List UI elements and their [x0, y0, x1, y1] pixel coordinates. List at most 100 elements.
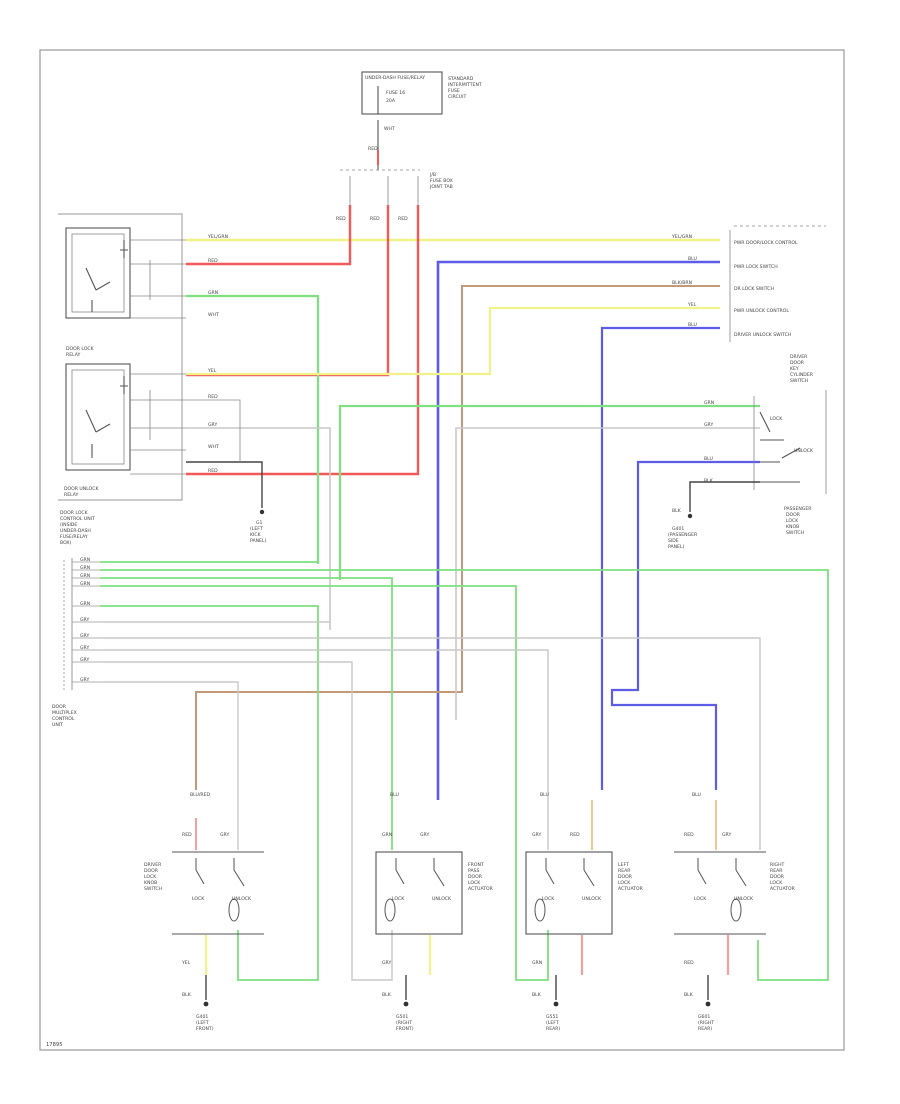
- footer-code: 17895: [46, 1042, 63, 1048]
- actuator-motor: [384, 898, 396, 922]
- key-switch-line-4: SWITCH: [790, 378, 808, 384]
- wire-gry-1: [455, 427, 760, 720]
- fuse-amp: 20A: [386, 98, 396, 104]
- actuator-contacts: [545, 858, 595, 887]
- fuse-box-line-2: INTERMITTENT: [448, 82, 482, 88]
- lbl-red-left-2: RED: [208, 394, 218, 400]
- actuator-ground-label: G551: [546, 1014, 558, 1020]
- wire-blk-g401: [689, 481, 760, 512]
- actuator-bottom-1: YEL: [181, 960, 191, 966]
- key-wire-blu: BLU: [704, 456, 713, 462]
- actuator-bottom-1: GRY: [382, 960, 391, 966]
- control-unit-line-1: DOOR LOCK: [60, 510, 89, 516]
- actuator-name-line: LEFT: [618, 862, 629, 868]
- actuator-pin-2: GRY: [420, 832, 429, 838]
- joint-title: J/B: [429, 172, 436, 178]
- actuator-name-line: DOOR: [770, 874, 785, 880]
- connector-pin-label: GRN: [80, 557, 90, 563]
- actuator-unlock-label: UNLOCK: [432, 896, 452, 902]
- keyless-wire-1: YEL/GRN: [671, 234, 692, 240]
- actuator-ground-label: G401: [196, 1014, 208, 1020]
- relay-unit: DOOR LOCK RELAY DOOR UNLOCK RELAY DOOR L…: [58, 213, 186, 546]
- connector-pin-label: GRY: [80, 617, 89, 623]
- wire-group: [100, 205, 829, 981]
- conn-line-4: UNIT: [52, 722, 63, 728]
- actuator-ground-label: (RIGHT: [396, 1020, 412, 1026]
- conn-line-3: CONTROL: [52, 716, 75, 722]
- key-switch-line-1: DOOR: [790, 360, 805, 366]
- wire-red-1: [186, 205, 352, 266]
- g401-wire-blk: BLK: [672, 508, 682, 514]
- actuator-lock-label: LOCK: [542, 896, 555, 902]
- actuator-contacts: [697, 858, 747, 887]
- unlock-relay-line-2: RELAY: [64, 492, 79, 498]
- actuator-ground-label: (LEFT: [196, 1020, 209, 1026]
- bundle-grn-3: [100, 577, 393, 850]
- actuator-name-line: KNOB: [144, 880, 157, 886]
- pass-switch-line-2: DOOR: [786, 512, 801, 518]
- diagram-frame: [39, 49, 845, 1051]
- g1-line-4: PANEL): [250, 538, 267, 544]
- connector-pin-label: GRY: [80, 657, 89, 663]
- actuator-lock-label: LOCK: [192, 896, 205, 902]
- actuator-ground-label: REAR): [698, 1026, 712, 1032]
- actuator-motor: [730, 898, 742, 922]
- key-wire-grn: GRN: [704, 400, 714, 406]
- fuse-box-line-3: FUSE: [448, 88, 460, 94]
- wire-red-3: [186, 205, 390, 377]
- actuator-ground-label: (LEFT: [546, 1020, 559, 1026]
- fuse-box-title: UNDER-DASH FUSE/RELAY: [365, 75, 425, 81]
- keyless-label-1: PWR DOOR/LOCK CONTROL: [734, 240, 798, 246]
- bundle-grn-5: [100, 605, 319, 981]
- actuator-ground-label: FRONT): [196, 1026, 214, 1032]
- keyless-label-2: PWR LOCK SWITCH: [734, 264, 778, 270]
- connector-pin-label: GRN: [80, 581, 90, 587]
- keyless-label-4: PWR UNLOCK CONTROL: [734, 308, 789, 314]
- bundle-gry-5: [100, 681, 239, 850]
- connector-pin-label: GRN: [80, 565, 90, 571]
- actuator-pin-1: RED: [684, 832, 694, 838]
- key-wire-gry: GRY: [704, 422, 713, 428]
- actuator-body: [172, 851, 264, 935]
- control-unit-line-5: FUSE/RELAY: [60, 534, 88, 540]
- actuator-bottom-2: BLK: [182, 992, 192, 998]
- bundle-grn-2: [100, 569, 829, 981]
- g401-line-3: SIDE: [668, 538, 679, 544]
- wire-grn-relay: [186, 294, 320, 564]
- actuator-motor: [228, 898, 240, 922]
- keyless-wire-4: YEL: [687, 302, 697, 308]
- actuator-unlock-label: UNLOCK: [582, 896, 602, 902]
- keyless-wire-3: BLK/BRN: [672, 280, 692, 286]
- lbl-red-left-3: RED: [208, 468, 218, 474]
- bundle-gry-2: [100, 637, 761, 850]
- actuator-ground-label: FRONT): [396, 1026, 414, 1032]
- actuator-top-wire: BLU: [540, 792, 549, 798]
- fuse-wire-red: RED: [368, 146, 378, 152]
- lbl-grn-left: GRN: [208, 290, 218, 296]
- fuse-box: UNDER-DASH FUSE/RELAY STANDARD INTERMITT…: [361, 71, 482, 170]
- ground-icon: [705, 1001, 711, 1007]
- connector-pin-label: GRY: [80, 677, 89, 683]
- joint-sub2: JOINT TAB: [429, 184, 453, 190]
- ground-icon: [553, 1001, 559, 1007]
- keyless-label-3: DR LOCK SWITCH: [734, 286, 774, 292]
- actuator-name-line: SWITCH: [144, 886, 162, 892]
- actuator-unlock-label: UNLOCK: [734, 896, 754, 902]
- keyless-unit: PWR DOOR/LOCK CONTROL PWR LOCK SWITCH DR…: [671, 225, 826, 342]
- wire-blu-pass: [610, 460, 760, 790]
- conn-line-1: DOOR: [52, 704, 67, 710]
- g401-line-4: PANEL): [668, 544, 685, 550]
- actuator-pin-2: GRY: [220, 832, 229, 838]
- pass-switch-line-3: LOCK: [786, 518, 799, 524]
- lock-relay-line-2: RELAY: [66, 352, 81, 358]
- actuator-name-line: ACTUATOR: [618, 886, 644, 892]
- connector-pin-label: GRY: [80, 633, 89, 639]
- wire-grn-long: [338, 404, 760, 580]
- control-unit-line-6: BOX): [60, 540, 72, 546]
- actuator-motor: [534, 898, 546, 922]
- pass-switch-line-5: SWITCH: [786, 530, 804, 536]
